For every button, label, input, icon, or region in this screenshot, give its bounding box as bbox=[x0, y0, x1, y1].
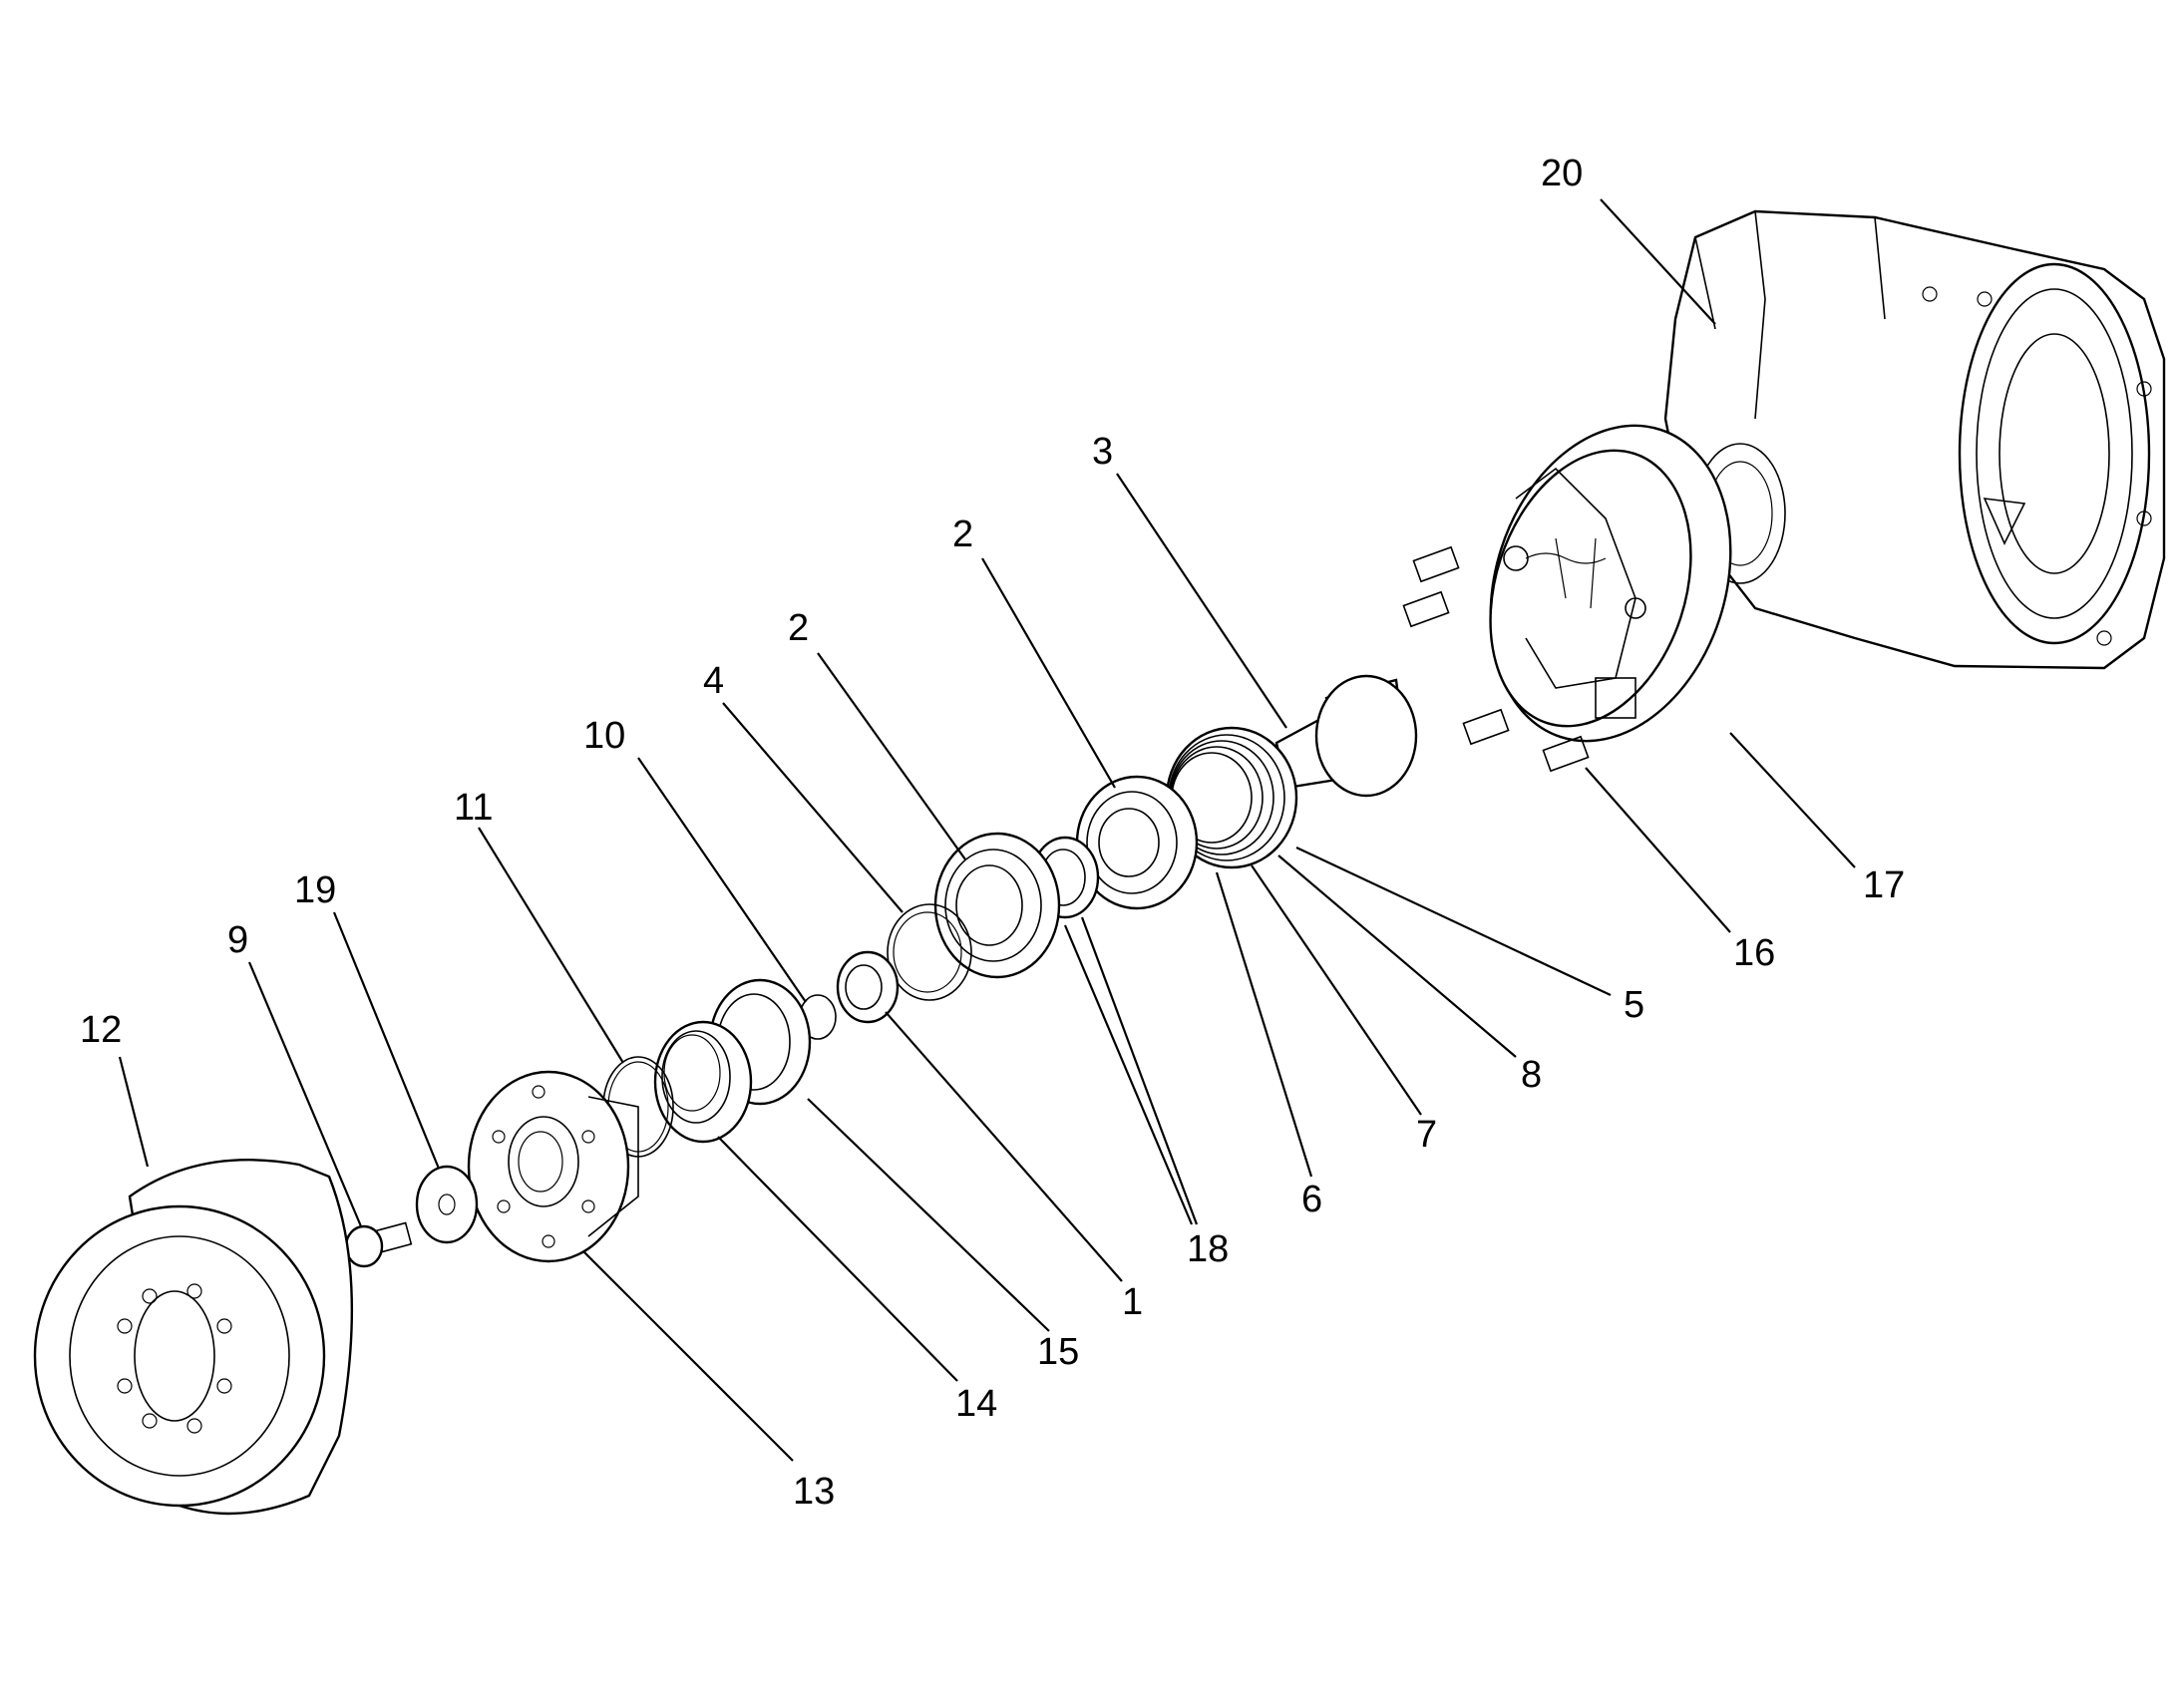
leader-3 bbox=[1116, 473, 1287, 729]
leader-2b bbox=[817, 652, 966, 860]
part-nut bbox=[836, 950, 900, 1024]
part-seal-14 bbox=[653, 1020, 753, 1144]
part-bearing-upper bbox=[1075, 775, 1199, 910]
leader-12 bbox=[118, 1056, 150, 1168]
callout-5: 5 bbox=[1624, 984, 1644, 1026]
callout-13: 13 bbox=[793, 1471, 835, 1513]
leader-20 bbox=[1600, 198, 1716, 325]
callout-11: 11 bbox=[454, 787, 493, 829]
leader-18b bbox=[1063, 924, 1194, 1225]
leader-15 bbox=[807, 1098, 1050, 1332]
callout-18: 18 bbox=[1187, 1228, 1229, 1270]
part-washer bbox=[415, 1165, 479, 1244]
leader-11 bbox=[478, 827, 624, 1064]
leader-18a bbox=[1080, 916, 1199, 1225]
leader-6 bbox=[1215, 871, 1313, 1178]
callout-17: 17 bbox=[1863, 864, 1905, 906]
part-bolts bbox=[1402, 545, 1590, 773]
leader-19 bbox=[332, 911, 441, 1170]
part-bolt bbox=[344, 1221, 413, 1268]
callout-16: 16 bbox=[1733, 932, 1775, 974]
callout-15: 15 bbox=[1037, 1331, 1079, 1373]
leader-4 bbox=[722, 702, 904, 913]
part-axle-housing bbox=[1663, 209, 2166, 670]
callout-19: 19 bbox=[294, 869, 336, 911]
leader-2a bbox=[981, 557, 1116, 789]
callout-labels: 20 3 2 2 4 10 11 19 9 12 17 16 5 8 7 6 1… bbox=[80, 153, 1905, 1513]
part-brake-backing-plate bbox=[1489, 424, 1732, 743]
leader-lines bbox=[118, 198, 1856, 1462]
callout-3: 3 bbox=[1092, 431, 1113, 473]
callout-2-upper: 2 bbox=[952, 513, 973, 555]
callout-1: 1 bbox=[1122, 1281, 1143, 1323]
leader-1 bbox=[885, 1011, 1123, 1282]
leader-9 bbox=[247, 961, 363, 1227]
leader-7 bbox=[1251, 864, 1422, 1116]
leader-8 bbox=[1277, 854, 1517, 1058]
callout-2-lower: 2 bbox=[788, 607, 809, 649]
part-snap-ring bbox=[887, 903, 972, 1001]
callout-4: 4 bbox=[703, 660, 724, 702]
callout-10: 10 bbox=[583, 715, 625, 757]
leader-17 bbox=[1729, 732, 1856, 868]
callout-20: 20 bbox=[1541, 153, 1583, 194]
leader-14 bbox=[717, 1136, 958, 1382]
part-bearing-lower bbox=[933, 832, 1061, 979]
part-clutch-pack bbox=[1165, 726, 1298, 869]
leader-13 bbox=[582, 1250, 794, 1462]
callout-6: 6 bbox=[1301, 1179, 1322, 1220]
leader-10 bbox=[637, 757, 807, 1003]
part-flange-hub bbox=[467, 1070, 639, 1263]
leader-16 bbox=[1585, 767, 1731, 933]
leader-5 bbox=[1295, 847, 1612, 996]
callout-9: 9 bbox=[227, 919, 248, 961]
callout-8: 8 bbox=[1521, 1054, 1542, 1096]
callout-14: 14 bbox=[955, 1383, 997, 1425]
callout-7: 7 bbox=[1416, 1114, 1437, 1156]
part-brake-drum bbox=[33, 1159, 354, 1516]
callout-12: 12 bbox=[80, 1009, 122, 1051]
part-shaft bbox=[1274, 674, 1418, 798]
